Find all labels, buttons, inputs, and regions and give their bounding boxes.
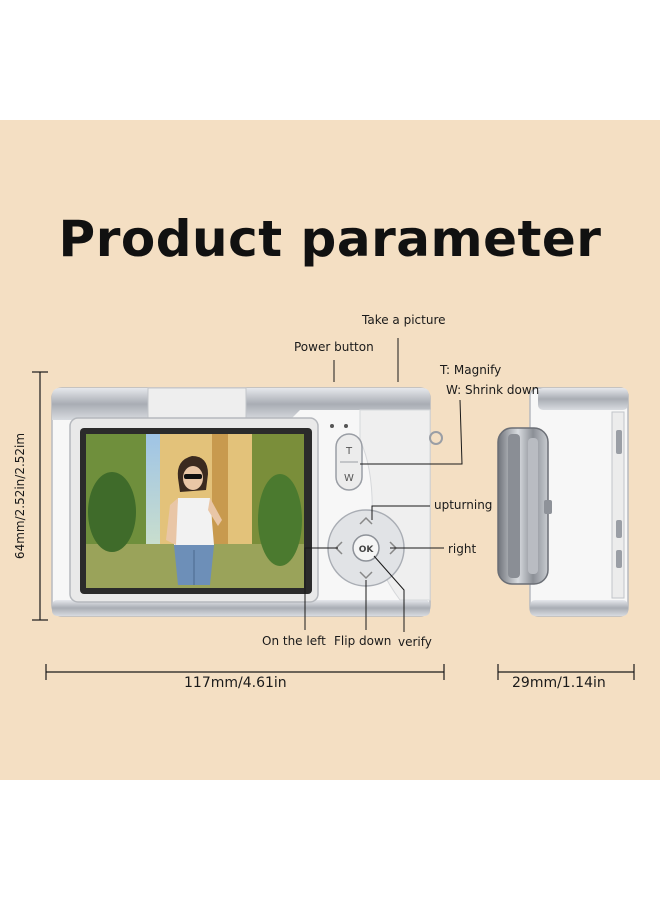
label-upturning: upturning bbox=[434, 498, 493, 512]
page-title: Product parameter bbox=[58, 210, 602, 268]
width-dimension: 117mm/4.61in bbox=[184, 675, 287, 691]
top-band-left bbox=[52, 388, 148, 420]
zoom-t-label: T bbox=[345, 446, 353, 457]
camera-side-view bbox=[497, 387, 629, 617]
label-verify: verify bbox=[398, 635, 432, 649]
indicator-dot bbox=[330, 424, 334, 428]
dpad-arrow-icon bbox=[359, 516, 373, 525]
camera-back-view: T W OK bbox=[51, 387, 443, 617]
label-flip-down: Flip down bbox=[334, 634, 392, 648]
indicator-dot bbox=[344, 424, 348, 428]
height-dimension: 64mm/2.52in/2.52im bbox=[13, 432, 27, 560]
ok-button-shape bbox=[352, 534, 380, 562]
label-shrink: W: Shrink down bbox=[446, 383, 540, 397]
depth-dimension: 29mm/1.14in bbox=[512, 675, 606, 691]
label-magnify: T: Magnify bbox=[440, 363, 502, 377]
ok-label: OK bbox=[359, 545, 375, 555]
flip-hinge bbox=[147, 387, 247, 421]
label-take-picture: Take a picture bbox=[362, 313, 446, 327]
dpad-arrow-icon bbox=[359, 571, 373, 580]
callout-lines bbox=[304, 338, 463, 632]
bottom-band bbox=[52, 600, 430, 616]
label-on-the-left: On the left bbox=[262, 634, 326, 648]
label-power-button: Power button bbox=[294, 340, 374, 354]
strap-lug bbox=[429, 431, 443, 445]
dimension-lines bbox=[32, 371, 635, 680]
top-band-right bbox=[246, 388, 430, 420]
zoom-w-label: W bbox=[344, 473, 354, 484]
label-right: right bbox=[448, 542, 477, 556]
lcd-screen-photo bbox=[86, 434, 304, 588]
